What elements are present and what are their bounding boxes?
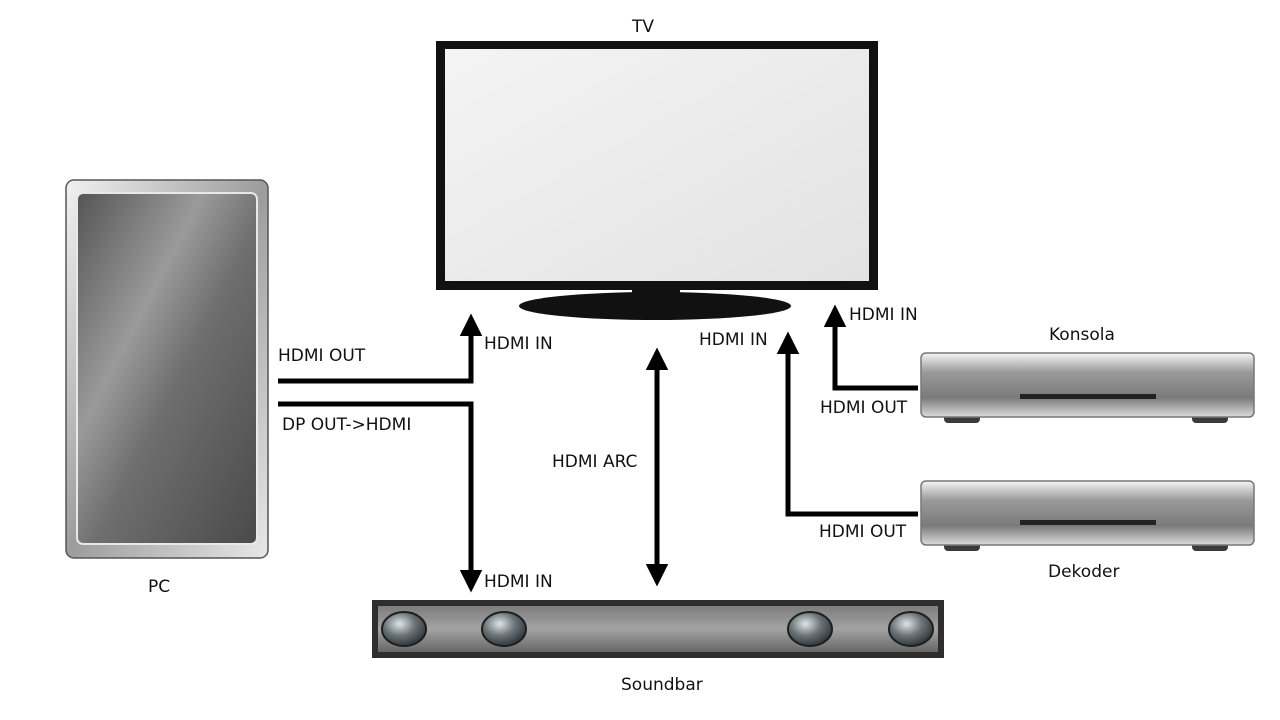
tv-label: TV	[632, 17, 655, 37]
tv-hdmi-in-dekoder-label: HDMI IN	[699, 330, 768, 350]
cable-pc-dp-to-soundbar	[278, 401, 483, 593]
soundbar-label: Soundbar	[621, 675, 703, 695]
pc-dp-out-label: DP OUT->HDMI	[282, 415, 412, 435]
tv-stand	[519, 292, 791, 320]
pc-hdmi-out-label: HDMI OUT	[278, 346, 366, 366]
soundbar	[372, 600, 944, 658]
dekoder	[920, 480, 1255, 551]
konsola-label: Konsola	[1049, 325, 1115, 345]
dekoder-hdmi-out-label: HDMI OUT	[819, 522, 907, 542]
dekoder-box	[920, 480, 1255, 546]
cable-konsola-to-tv	[823, 304, 918, 391]
dekoder-label: Dekoder	[1048, 562, 1120, 582]
speaker-icon	[888, 611, 934, 647]
hdmi-arc-label: HDMI ARC	[552, 452, 638, 472]
speaker-icon	[787, 611, 833, 647]
tv-hdmi-in-pc-label: HDMI IN	[484, 334, 553, 354]
tv-screen	[445, 49, 869, 281]
dekoder-slot	[1020, 520, 1156, 525]
speaker-icon	[381, 611, 427, 647]
konsola-slot	[1020, 394, 1156, 399]
konsola-hdmi-out-label: HDMI OUT	[820, 398, 908, 418]
pc-label: PC	[148, 577, 171, 597]
soundbar-body	[378, 606, 938, 652]
soundbar-hdmi-in-label: HDMI IN	[484, 572, 553, 592]
konsola	[920, 352, 1255, 423]
speaker-icon	[481, 611, 527, 647]
cables	[278, 304, 918, 593]
tv	[436, 41, 878, 320]
cable-dekoder-to-tv	[776, 331, 918, 517]
pc	[65, 179, 269, 559]
cable-pc-hdmi-to-tv	[278, 313, 483, 384]
pc-panel	[76, 192, 258, 545]
tv-hdmi-in-konsola-label: HDMI IN	[849, 305, 918, 325]
konsola-box	[920, 352, 1255, 418]
